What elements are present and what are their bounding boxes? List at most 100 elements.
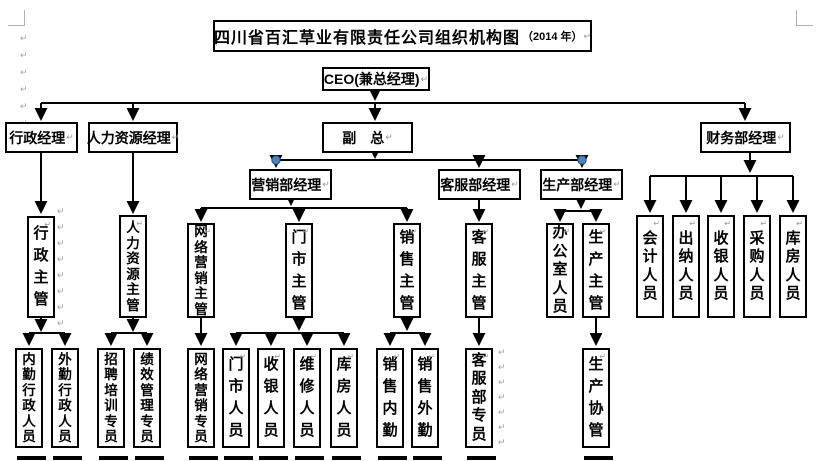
org-box-finance-warehouse-staff: ↵库房人员 xyxy=(779,215,807,318)
org-box-admin-manager: 行政经理↵ xyxy=(5,122,78,153)
org-box-label: 行政经理 xyxy=(9,129,66,146)
org-box-marketing-manager: 营销部经理↵ xyxy=(249,169,332,200)
org-box-store-staff: ↵门市人员 xyxy=(222,348,250,448)
paragraph-mark: ↵ xyxy=(322,179,330,189)
org-box-service-dept-specialist: ↵客服部专员 xyxy=(465,348,493,448)
paragraph-mark: ↵ xyxy=(689,219,696,228)
paragraph-mark: ↵ xyxy=(511,179,519,189)
paragraph-mark: ↵ xyxy=(136,219,143,228)
paragraph-marks-column: ↵ ↵ ↵ ↵ ↵ ↵ ↵ ↵ xyxy=(57,206,65,328)
cropped-box-edge xyxy=(189,456,218,460)
org-box-cashier-staff: ↵收银人员 xyxy=(257,348,285,448)
paragraph-mark: ↵ xyxy=(204,227,211,236)
org-box-recruit-training-specialist: 招聘培训专员 xyxy=(97,348,125,448)
org-box-service-manager: 客服部经理↵ xyxy=(438,169,521,200)
cropped-box-edge xyxy=(53,456,82,460)
org-box-store-supervisor: ↵门市主管 xyxy=(285,223,313,318)
paragraph-mark: ↵ xyxy=(777,132,785,142)
org-box-external-admin-staff: 外勤行政人员 xyxy=(51,348,79,448)
chart-title-year: （2014 年） xyxy=(521,31,583,43)
org-box-label: 门市主管 xyxy=(291,228,307,312)
paragraph-mark: ↵ xyxy=(347,352,354,361)
paragraph-mark: ↵ xyxy=(410,227,417,236)
org-box-label: 销售外勤 xyxy=(417,356,433,439)
org-box-disbursement-staff: ↵出纳人员 xyxy=(672,215,700,318)
org-box-label: 出纳人员 xyxy=(678,229,694,303)
cropped-box-edge xyxy=(259,456,288,460)
org-box-deputy-gm: 副 总↵ xyxy=(322,122,413,153)
org-box-production-assistant: ↵生产协管 xyxy=(582,348,610,448)
cropped-box-edge xyxy=(224,456,253,460)
org-box-label: 销售内勤 xyxy=(382,356,398,439)
org-box-label: 人力资源经理 xyxy=(86,129,171,146)
cropped-box-edge xyxy=(135,456,164,460)
org-box-label: 内勤行政人员 xyxy=(22,351,36,445)
org-box-label: 收银人员 xyxy=(263,356,279,439)
org-box-service-supervisor: ↵客服主管 xyxy=(465,223,493,318)
org-box-label: 销售主管 xyxy=(399,228,415,312)
org-box-production-supervisor: ↵生产主管 xyxy=(582,223,610,318)
cropped-box-edge xyxy=(467,456,496,460)
paragraph-mark: ↵ xyxy=(385,132,393,142)
paragraph-mark: ↵ xyxy=(653,219,660,228)
org-box-label: 绩效管理专员 xyxy=(140,351,154,445)
paragraph-mark: ↵ xyxy=(66,132,74,142)
org-box-label: 客服主管 xyxy=(471,228,487,312)
org-box-label: 网络营销专员 xyxy=(194,351,208,445)
org-box-label: 外勤行政人员 xyxy=(58,351,72,445)
paragraph-mark: ↵ xyxy=(420,73,429,84)
connector-arrows xyxy=(22,87,800,346)
org-box-label: 副 总 xyxy=(342,129,385,146)
org-box-production-manager: 生产部经理↵ xyxy=(540,169,623,200)
org-box-accounting-staff: ↵会计人员 xyxy=(636,215,664,318)
cropped-box-edge xyxy=(99,456,128,460)
margin-corner-icon xyxy=(796,25,813,26)
paragraph-mark: ↵ xyxy=(302,227,309,236)
org-box-hr-supervisor: ↵人力资源主管 xyxy=(119,215,147,318)
org-box-office-staff: ↵办公室人员 xyxy=(546,223,574,318)
paragraph-mark: ↵ xyxy=(796,219,803,228)
org-box-hr-manager: 人力资源经理↵ xyxy=(86,122,179,153)
paragraph-mark: ↵ xyxy=(583,30,592,41)
margin-corner-icon xyxy=(796,10,797,26)
paragraph-mark: ↵ xyxy=(760,219,767,228)
cropped-box-edge xyxy=(584,456,613,460)
cropped-box-edge xyxy=(17,456,46,460)
org-box-label: 网络营销主管 xyxy=(194,224,208,317)
org-box-label: 门市人员 xyxy=(228,356,244,439)
cropped-box-edge xyxy=(332,456,361,460)
paragraph-mark: ↵ xyxy=(724,219,731,228)
org-box-label: 营销部经理 xyxy=(251,176,322,193)
paragraph-mark: ↵ xyxy=(482,227,489,236)
org-box-label: 行政主管 xyxy=(33,225,49,308)
org-box-online-marketing-supervisor: ↵网络营销主管 xyxy=(187,223,215,318)
paragraph-mark: ↵ xyxy=(563,227,570,236)
org-box-label: 人力资源主管 xyxy=(126,220,140,313)
org-box-repair-staff: ↵维修人员 xyxy=(293,348,321,448)
org-box-label: 会计人员 xyxy=(642,229,658,303)
org-box-label: 维修人员 xyxy=(299,356,315,439)
paragraph-mark: ↵ xyxy=(599,352,606,361)
margin-corner-icon xyxy=(8,25,25,26)
cropped-box-edge xyxy=(295,456,324,460)
paragraph-mark: ↵ xyxy=(482,352,489,361)
org-box-sales-internal-staff: ↵销售内勤 xyxy=(376,348,404,448)
paragraph-mark: ↵ xyxy=(393,352,400,361)
org-box-finance-cashier-staff: ↵收银人员 xyxy=(707,215,735,318)
margin-corner-icon xyxy=(24,10,25,26)
org-box-label: CEO(兼总经理) xyxy=(323,71,420,87)
org-box-sales-external-staff: ↵销售外勤 xyxy=(411,348,439,448)
cropped-box-edge xyxy=(378,456,407,460)
org-box-warehouse-staff: ↵库房人员 xyxy=(330,348,358,448)
org-box-label: 生产协管 xyxy=(588,356,604,439)
paragraph-mark: ↵ xyxy=(44,220,51,229)
org-box-online-marketing-specialist: 网络营销专员 xyxy=(187,348,215,448)
org-box-ceo: CEO(兼总经理)↵ xyxy=(322,67,430,91)
org-box-label: 收银人员 xyxy=(713,229,729,303)
org-box-admin-supervisor: ↵行政主管 xyxy=(27,216,55,318)
org-box-label: 生产部经理 xyxy=(542,176,613,193)
chart-title: 四川省百汇草业有限责任公司组织机构图 xyxy=(213,30,520,47)
org-box-sales-supervisor: ↵销售主管 xyxy=(393,223,421,318)
org-box-label: 库房人员 xyxy=(785,229,801,303)
paragraph-mark: ↵ xyxy=(613,179,621,189)
